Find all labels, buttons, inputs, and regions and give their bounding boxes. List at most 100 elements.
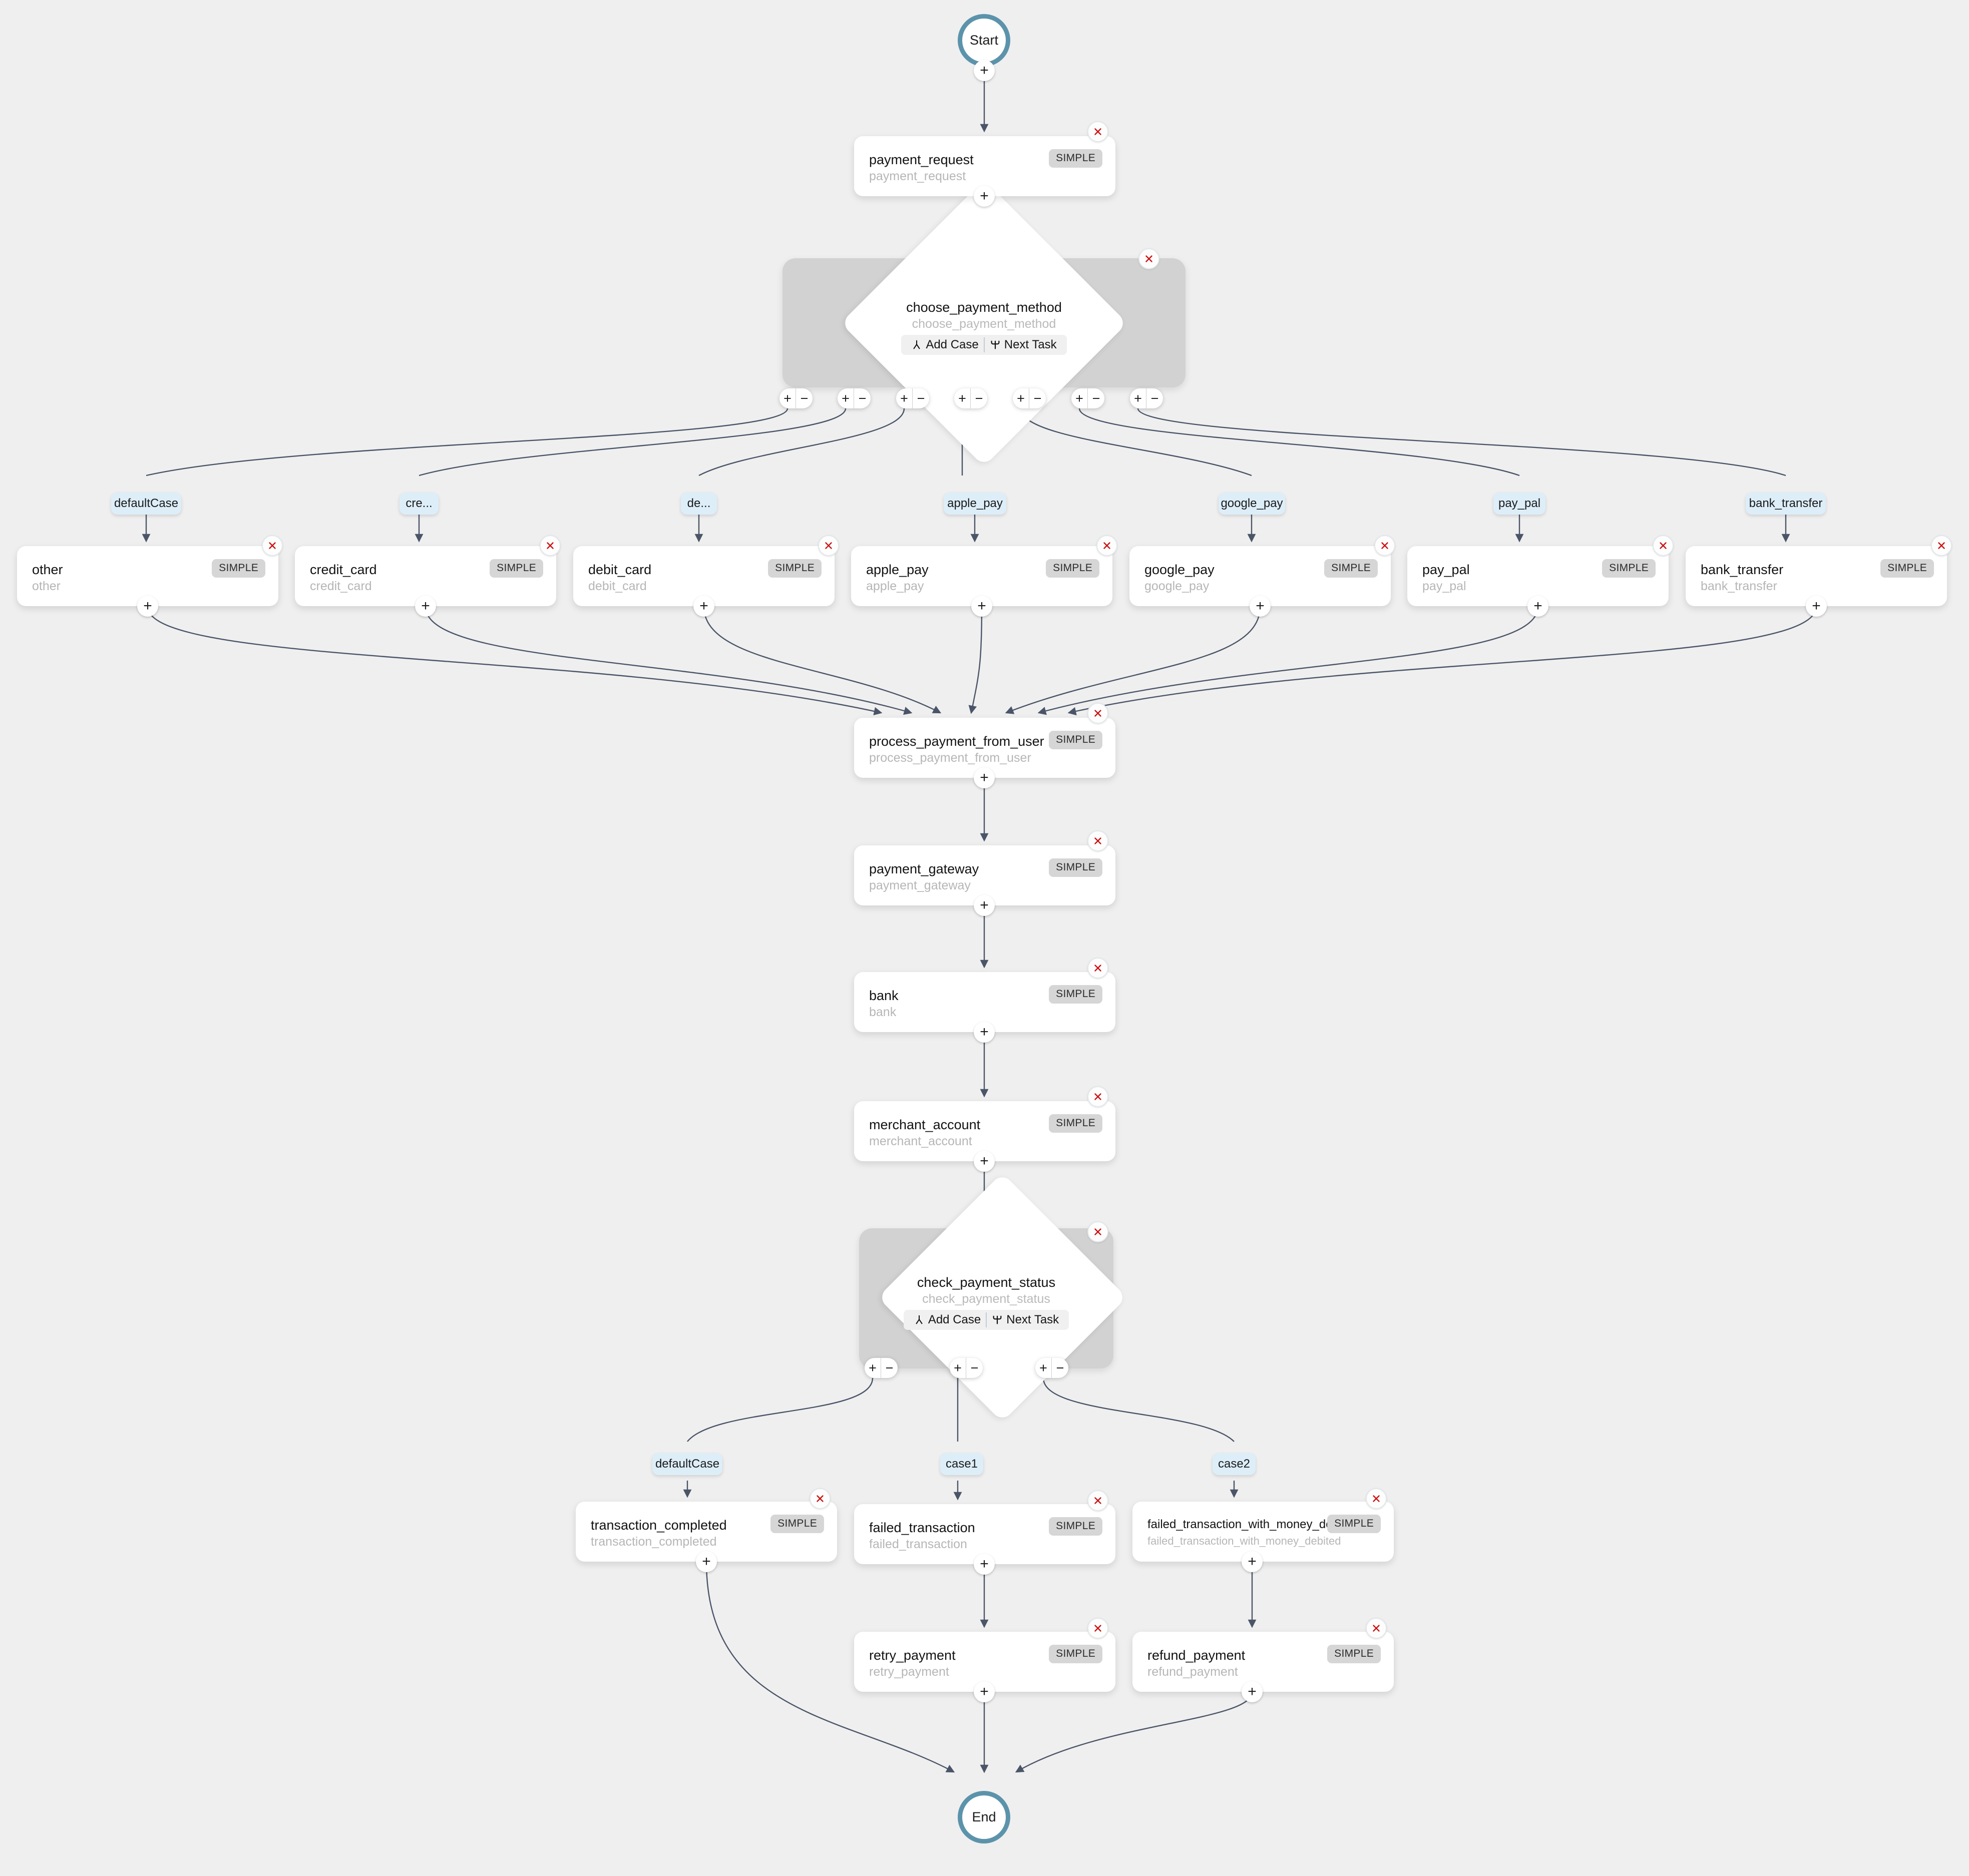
delete-node-button[interactable] xyxy=(810,1488,831,1509)
delete-node-button[interactable] xyxy=(1087,703,1108,724)
branch-add-button[interactable]: + xyxy=(779,388,796,408)
branch-add-button[interactable]: + xyxy=(896,388,913,408)
branch-remove-button[interactable]: − xyxy=(1146,388,1163,408)
delete-node-button[interactable] xyxy=(1931,535,1952,556)
branch-stepper[interactable]: + − xyxy=(954,388,987,408)
plus-icon: + xyxy=(980,62,989,79)
next-task-button[interactable]: Next Task xyxy=(985,336,1062,353)
branch-add-button[interactable]: + xyxy=(1071,388,1088,408)
delete-node-button[interactable] xyxy=(1087,1086,1108,1107)
task-type-badge: SIMPLE xyxy=(1049,1645,1102,1663)
add-task-handle[interactable]: + xyxy=(415,596,436,617)
add-task-handle[interactable]: + xyxy=(974,1681,995,1702)
case-chip-case2[interactable]: case2 xyxy=(1213,1453,1256,1475)
delete-node-button[interactable] xyxy=(1366,1488,1387,1509)
branch-stepper[interactable]: + − xyxy=(1130,388,1163,408)
next-task-button[interactable]: Next Task xyxy=(987,1311,1064,1328)
branch-stepper[interactable]: + − xyxy=(865,1358,898,1378)
case-chip-apple-pay[interactable]: apple_pay xyxy=(944,493,1006,515)
branch-remove-button[interactable]: − xyxy=(1052,1358,1068,1378)
add-task-handle[interactable]: + xyxy=(974,1151,995,1172)
task-node-pay-pal[interactable]: pay_pal pay_pal SIMPLE xyxy=(1407,546,1669,606)
add-task-handle[interactable]: + xyxy=(974,186,995,207)
case-chip-default-bottom[interactable]: defaultCase xyxy=(652,1453,722,1475)
case-chip-default[interactable]: defaultCase xyxy=(111,493,181,515)
delete-node-button[interactable] xyxy=(818,535,839,556)
delete-node-button[interactable] xyxy=(1087,830,1108,851)
task-node-bank-transfer[interactable]: bank_transfer bank_transfer SIMPLE xyxy=(1686,546,1947,606)
add-task-handle[interactable]: + xyxy=(1527,596,1548,617)
task-type-badge: SIMPLE xyxy=(1327,1645,1381,1663)
task-type-badge: SIMPLE xyxy=(770,1515,824,1533)
delete-node-button[interactable] xyxy=(1653,535,1674,556)
delete-node-button[interactable] xyxy=(1087,1490,1108,1511)
add-task-handle[interactable]: + xyxy=(974,60,995,81)
delete-node-button[interactable] xyxy=(1087,1618,1108,1639)
add-case-button[interactable]: Add Case xyxy=(906,336,983,353)
delete-node-button[interactable] xyxy=(1096,535,1117,556)
branch-remove-button[interactable]: − xyxy=(881,1358,898,1378)
branch-remove-button[interactable]: − xyxy=(971,388,987,408)
delete-node-button[interactable] xyxy=(1138,248,1159,269)
delete-node-button[interactable] xyxy=(1374,535,1395,556)
branch-stepper[interactable]: + − xyxy=(1035,1358,1068,1378)
case-chip-credit-card[interactable]: cre... xyxy=(400,493,439,515)
delete-node-button[interactable] xyxy=(262,535,283,556)
branch-stepper[interactable]: + − xyxy=(779,388,813,408)
branch-stepper[interactable]: + − xyxy=(896,388,929,408)
decision-node-choose-payment-method[interactable]: choose_payment_method choose_payment_met… xyxy=(782,180,1186,466)
branch-remove-button[interactable]: − xyxy=(966,1358,983,1378)
branch-stepper[interactable]: + − xyxy=(950,1358,983,1378)
case-chip-google-pay[interactable]: google_pay xyxy=(1219,493,1285,515)
add-task-handle[interactable]: + xyxy=(1242,1681,1263,1702)
add-task-handle[interactable]: + xyxy=(1250,596,1271,617)
close-icon xyxy=(1092,963,1103,974)
end-node[interactable]: End xyxy=(958,1791,1010,1843)
task-node-failed-transaction-with-money-debited[interactable]: failed_transaction_with_money_debited fa… xyxy=(1132,1502,1394,1562)
add-task-handle[interactable]: + xyxy=(1242,1551,1263,1572)
plus-icon: + xyxy=(702,1553,711,1570)
branch-add-button[interactable]: + xyxy=(1035,1358,1052,1378)
start-node[interactable]: Start xyxy=(958,14,1010,67)
add-task-handle[interactable]: + xyxy=(1806,596,1827,617)
add-task-handle[interactable]: + xyxy=(971,596,992,617)
branch-add-button[interactable]: + xyxy=(1130,388,1146,408)
delete-node-button[interactable] xyxy=(1087,121,1108,142)
delete-node-button[interactable] xyxy=(1087,958,1108,979)
branch-add-button[interactable]: + xyxy=(950,1358,966,1378)
branch-remove-button[interactable]: − xyxy=(796,388,813,408)
branch-remove-button[interactable]: − xyxy=(854,388,871,408)
add-task-handle[interactable]: + xyxy=(137,596,158,617)
decision-node-check-payment-status[interactable]: check_payment_status check_payment_statu… xyxy=(859,1173,1127,1422)
task-node-refund-payment[interactable]: refund_payment refund_payment SIMPLE xyxy=(1132,1632,1394,1692)
branch-remove-button[interactable]: − xyxy=(913,388,929,408)
add-case-button[interactable]: Add Case xyxy=(909,1311,986,1328)
branch-add-button[interactable]: + xyxy=(838,388,854,408)
case-chip-debit-card[interactable]: de... xyxy=(681,493,717,515)
branch-stepper[interactable]: + − xyxy=(1013,388,1046,408)
branch-stepper[interactable]: + − xyxy=(838,388,871,408)
delete-node-button[interactable] xyxy=(1366,1618,1387,1639)
delete-node-button[interactable] xyxy=(1087,1221,1108,1242)
branch-remove-button[interactable]: − xyxy=(1088,388,1104,408)
branch-add-button[interactable]: + xyxy=(865,1358,881,1378)
add-task-handle[interactable]: + xyxy=(974,1022,995,1043)
task-node-payment-request[interactable]: payment_request payment_request SIMPLE xyxy=(854,136,1115,196)
task-node-transaction-completed[interactable]: transaction_completed transaction_comple… xyxy=(576,1502,837,1562)
case-chip-bank-transfer[interactable]: bank_transfer xyxy=(1746,493,1826,515)
delete-node-button[interactable] xyxy=(540,535,561,556)
task-title: other xyxy=(32,562,63,577)
task-node-process-payment-from-user[interactable]: process_payment_from_user process_paymen… xyxy=(854,718,1115,778)
case-chip-case1[interactable]: case1 xyxy=(940,1453,983,1475)
case-chip-pay-pal[interactable]: pay_pal xyxy=(1493,493,1545,515)
add-task-handle[interactable]: + xyxy=(974,1554,995,1575)
branch-add-button[interactable]: + xyxy=(1013,388,1029,408)
branch-remove-button[interactable]: − xyxy=(1029,388,1046,408)
branch-stepper[interactable]: + − xyxy=(1071,388,1104,408)
add-task-handle[interactable]: + xyxy=(696,1551,717,1572)
add-task-handle[interactable]: + xyxy=(693,596,714,617)
branch-add-button[interactable]: + xyxy=(954,388,971,408)
add-task-handle[interactable]: + xyxy=(974,895,995,916)
add-task-handle[interactable]: + xyxy=(974,767,995,788)
